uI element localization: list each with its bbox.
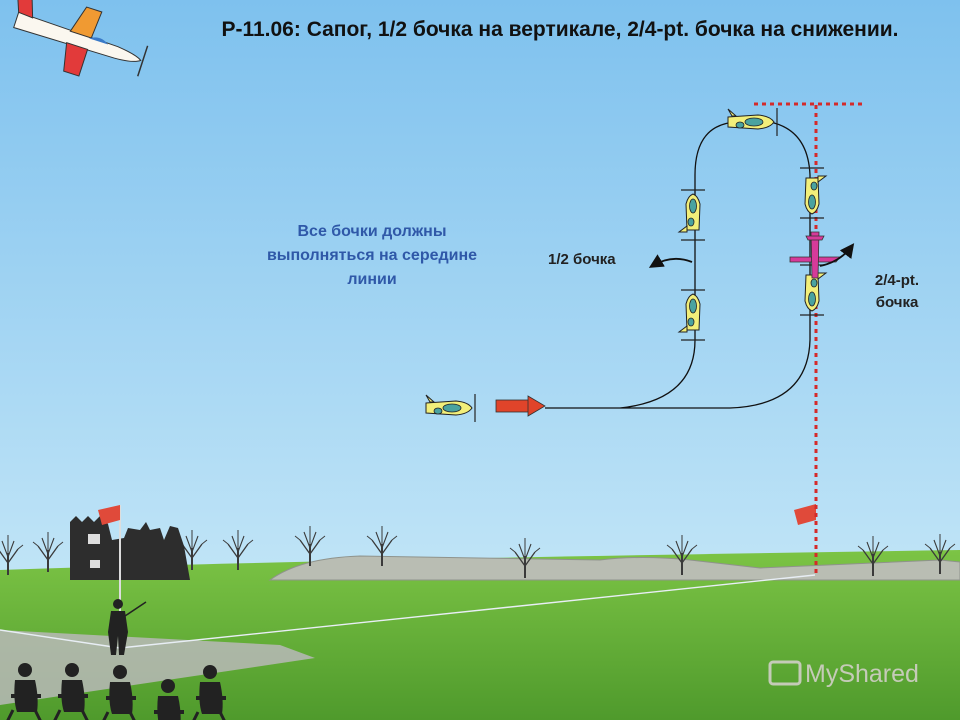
half-roll-arrow [648,254,693,268]
view-line-left [0,629,121,649]
center-line [754,102,862,575]
pilot-silhouette [108,599,147,655]
left-flag [98,505,121,612]
slide-title: Р-11.06: Сапог, 1/2 бочка на вертикале, … [221,18,899,41]
sky [0,0,960,600]
ground [0,550,960,720]
grey-hills [268,555,960,581]
view-line [119,574,816,649]
logo-aircraft [13,0,149,77]
center-note: Все бочки должны выполняться на середине… [266,223,478,288]
point-roll-arrow [819,243,855,267]
castle-ruins [70,516,190,580]
watermark: MyShared [805,660,919,688]
point-roll-label: 2/4-pt. бочка [874,272,920,311]
half-roll-label: 1/2 бочка [548,251,616,268]
entry-arrow [495,395,546,417]
watermark-icon [768,660,802,686]
right-flag [794,504,816,525]
point-roll-plane [789,231,841,279]
